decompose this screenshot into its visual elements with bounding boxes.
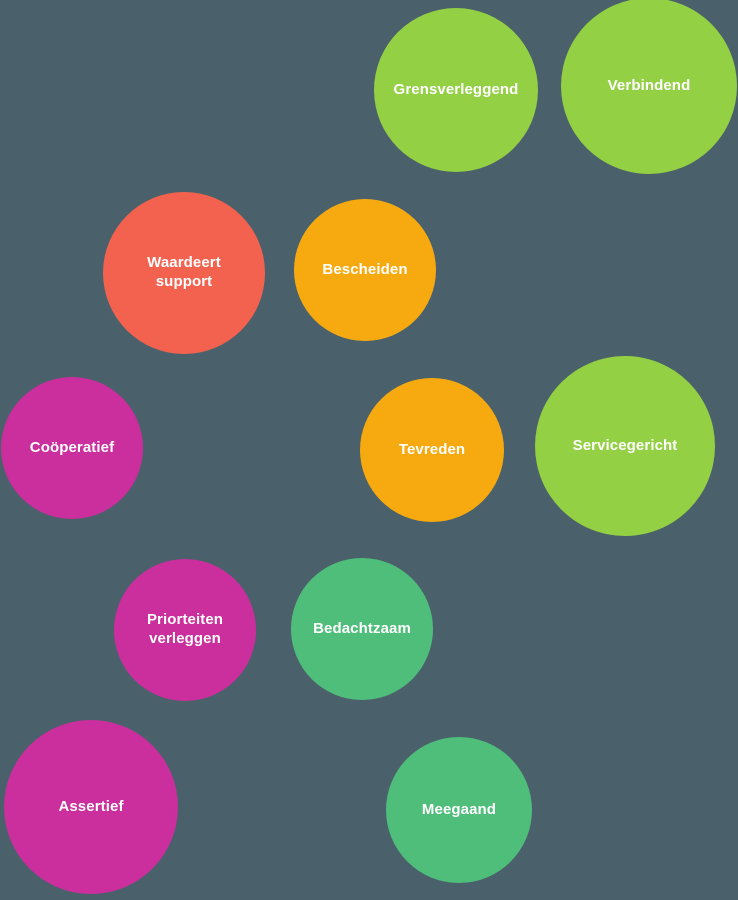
bubble-bedachtzaam[interactable]: Bedachtzaam [291,558,433,700]
bubble-label: Verbindend [607,76,691,94]
bubble-label: Tevreden [398,440,466,458]
bubble-label: Bescheiden [322,260,408,278]
bubble-grensverleggend[interactable]: Grensverleggend [374,8,538,172]
bubble-verbindend[interactable]: Verbindend [561,0,737,174]
bubble-label: Priorteiten verleggen [146,611,224,647]
bubble-label: Assertief [58,797,124,815]
bubble-priorteiten-verleggen[interactable]: Priorteiten verleggen [114,559,256,701]
bubble-label: Coöperatief [29,438,115,456]
bubble-label: Grensverleggend [393,80,519,98]
bubble-label: Meegaand [421,800,497,818]
bubble-label: Servicegericht [572,436,678,454]
bubble-meegaand[interactable]: Meegaand [386,737,532,883]
bubble-tevreden[interactable]: Tevreden [360,378,504,522]
bubble-label: Bedachtzaam [313,619,411,637]
bubble-waardeert-support[interactable]: Waardeert support [103,192,265,354]
bubble-assertief[interactable]: Assertief [4,720,178,894]
bubble-servicegericht[interactable]: Servicegericht [535,356,715,536]
bubble-cooperatief[interactable]: Coöperatief [1,377,143,519]
bubble-bescheiden[interactable]: Bescheiden [294,199,436,341]
bubble-label: Waardeert support [147,254,221,290]
